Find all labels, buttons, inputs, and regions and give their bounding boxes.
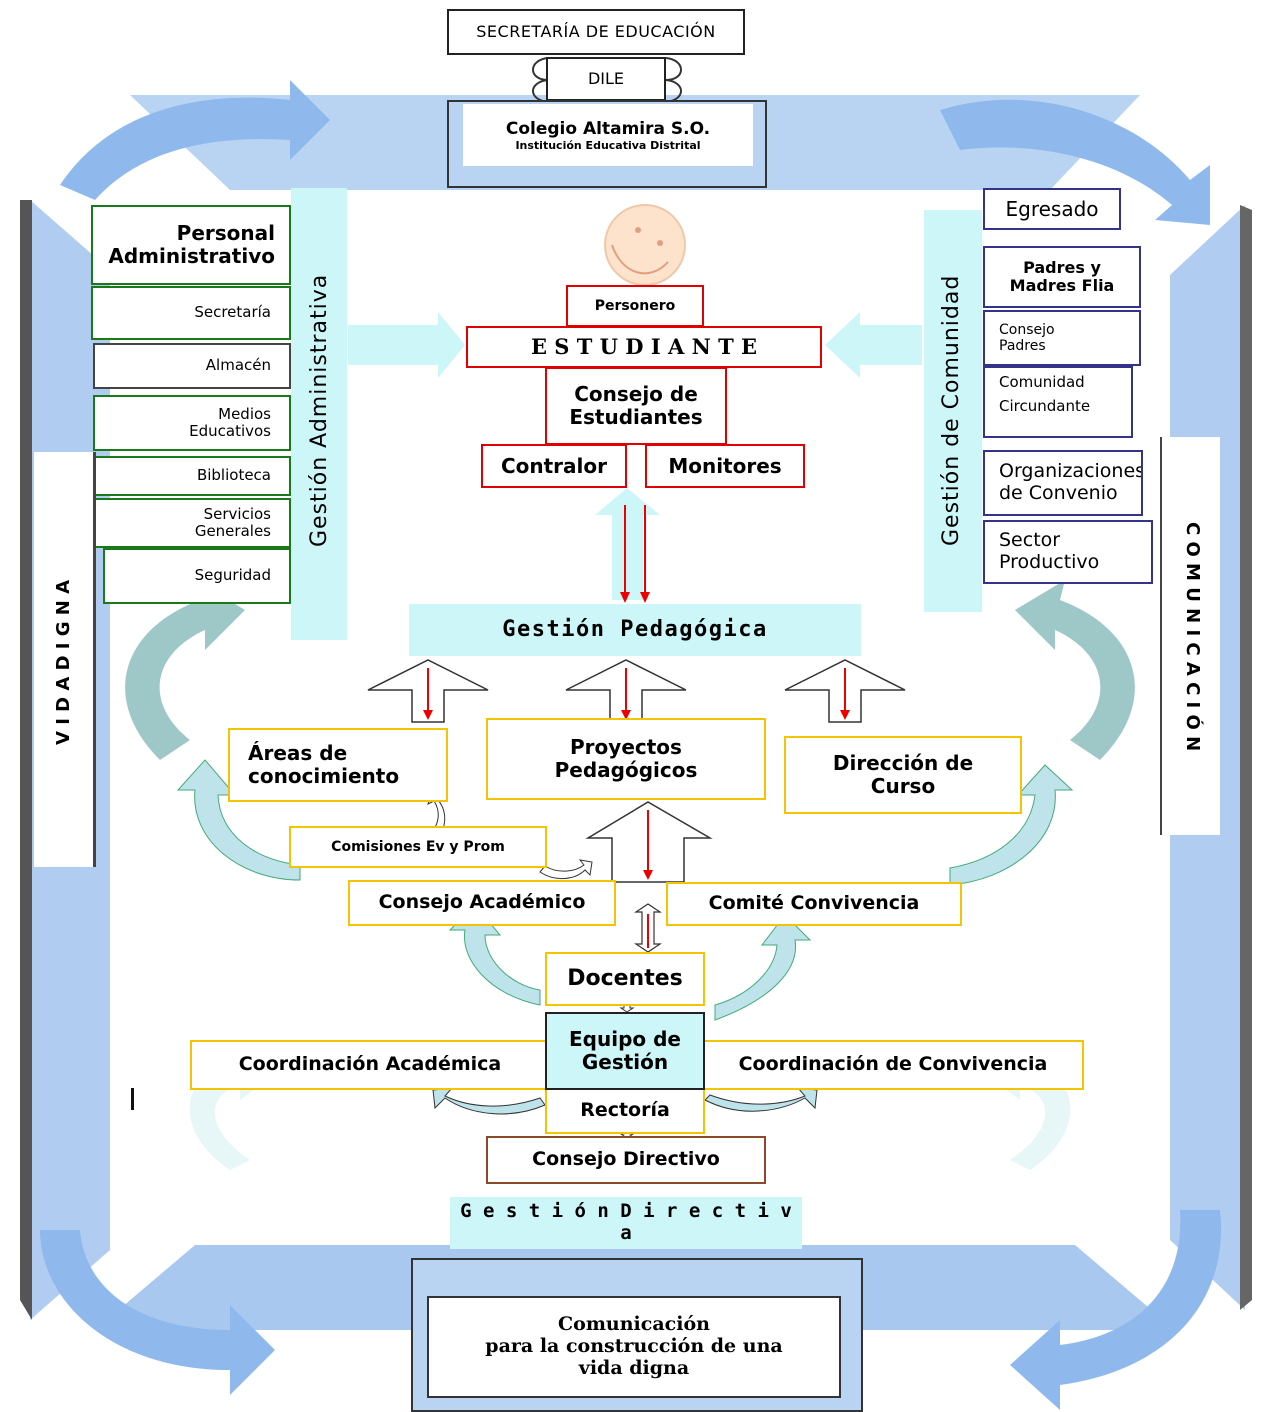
comunidad-item-padres: Padres y Madres Flia	[983, 246, 1141, 308]
proyectos-box: Proyectos Pedagógicos	[486, 718, 766, 800]
gestion-directiva-bar: G e s t i ó n D i r e c t i v a	[450, 1197, 802, 1249]
secretaria-box: SECRETARÍA DE EDUCACIÓN	[447, 9, 745, 55]
corner-arrow-top-left	[60, 80, 330, 200]
secretaria-label: SECRETARÍA DE EDUCACIÓN	[476, 21, 716, 41]
up-arrow-areas	[367, 659, 489, 723]
arrow-areas-curve	[176, 759, 301, 881]
gestion-comunidad-bar	[924, 210, 982, 612]
arrow-coord-academica	[432, 1087, 546, 1115]
consejo-academico-box: Consejo Académico	[348, 880, 616, 926]
corner-arrow-bottom-right	[1010, 1210, 1222, 1410]
frame-left-edge	[20, 200, 32, 1320]
red-arrowhead-1	[620, 592, 630, 603]
arrow-direccion-curve	[949, 764, 1074, 886]
coord-convivencia-box: Coordinación de Convivencia	[704, 1040, 1084, 1090]
comunicacion-panel: C O M U N I C A C I Ó N	[1160, 437, 1220, 835]
coord-academica-box: Coordinación Académica	[190, 1040, 548, 1090]
admin-item-medios: Medios Educativos	[93, 395, 291, 451]
frame-right-edge	[1240, 205, 1252, 1310]
up-arrow-proyectos	[565, 659, 687, 723]
comunidad-item-sector: Sector Productivo	[983, 520, 1153, 584]
arrow-docentes-right	[714, 914, 812, 1021]
gestion-comunidad-title: Gestión de Comunidad	[939, 274, 964, 546]
colegio-box: Colegio Altamira S.O. Institución Educat…	[447, 100, 767, 188]
gestion-pedagogica-bar: Gestión Pedagógica	[409, 604, 861, 656]
comunidad-item-egresado: Egresado	[983, 188, 1121, 230]
arrow-comisiones-right	[539, 859, 593, 879]
admin-item-secretaria: Secretaría	[91, 286, 291, 340]
docentes-box: Docentes	[545, 952, 705, 1006]
monitores-box: Monitores	[645, 444, 805, 488]
bottom-comunicacion-frame: Comunicación para la construcción de una…	[411, 1258, 863, 1412]
inner-arrow-right-upper	[1015, 580, 1135, 760]
arrow-admin-to-estudiante	[348, 312, 465, 378]
up-arrow-direccion	[784, 659, 906, 723]
red-arrowhead-2	[640, 592, 650, 603]
arrow-comunidad-to-estudiante	[825, 312, 922, 378]
comunicacion-label: C O M U N I C A C I Ó N	[1182, 522, 1203, 752]
text-cursor	[131, 1088, 134, 1110]
gestion-administrativa-title: Gestión Administrativa	[307, 273, 332, 547]
inner-arrow-left-upper	[125, 580, 245, 760]
admin-item-seguridad: Seguridad	[103, 548, 291, 604]
arrow-pedagogica-up	[595, 488, 660, 600]
comunidad-item-organizaciones: Organizaciones de Convenio	[983, 450, 1143, 516]
equipo-gestion-box: Equipo de Gestión	[545, 1012, 705, 1090]
colegio-subtitle: Institución Educativa Distrital	[515, 138, 701, 152]
corner-arrow-top-right	[940, 99, 1210, 225]
arrow-coord-convivencia	[704, 1087, 818, 1112]
comunidad-item-circundante: Comunidad Circundante	[983, 366, 1133, 438]
colegio-name: Colegio Altamira S.O.	[505, 118, 711, 139]
up-arrow-center	[585, 801, 713, 883]
admin-item-personal: Personal Administrativo	[91, 205, 291, 285]
rectoria-box: Rectoría	[545, 1090, 705, 1134]
admin-item-servicios: Servicios Generales	[93, 498, 291, 548]
double-arrow-docentes	[634, 903, 662, 953]
vida-digna-panel: V I D A D I G N A	[34, 452, 96, 867]
corner-arrow-bottom-left	[40, 1230, 275, 1395]
comunidad-item-consejo-padres: Consejo Padres	[983, 310, 1141, 366]
consejo-estudiantes-box: Consejo de Estudiantes	[545, 367, 727, 445]
comite-convivencia-box: Comité Convivencia	[666, 882, 962, 926]
direccion-box: Dirección de Curso	[784, 736, 1022, 814]
contralor-box: Contralor	[481, 444, 627, 488]
gestion-administrativa-bar	[291, 188, 347, 640]
personero-box: Personero	[566, 285, 704, 327]
bottom-comunicacion-box: Comunicación para la construcción de una…	[427, 1296, 841, 1398]
chain-right	[665, 57, 682, 103]
smiley-icon	[604, 204, 686, 286]
dile-label: DILE	[587, 68, 625, 88]
admin-item-almacen: Almacén	[93, 343, 291, 389]
consejo-directivo-box: Consejo Directivo	[486, 1136, 766, 1184]
vida-digna-label: V I D A D I G N A	[53, 579, 74, 745]
estudiante-box: E S T U D I A N T E	[466, 326, 822, 368]
areas-box: Áreas de conocimiento	[228, 728, 448, 802]
admin-item-biblioteca: Biblioteca	[93, 456, 291, 496]
dile-box: DILE	[546, 57, 666, 101]
comisiones-box: Comisiones Ev y Prom	[289, 826, 547, 868]
